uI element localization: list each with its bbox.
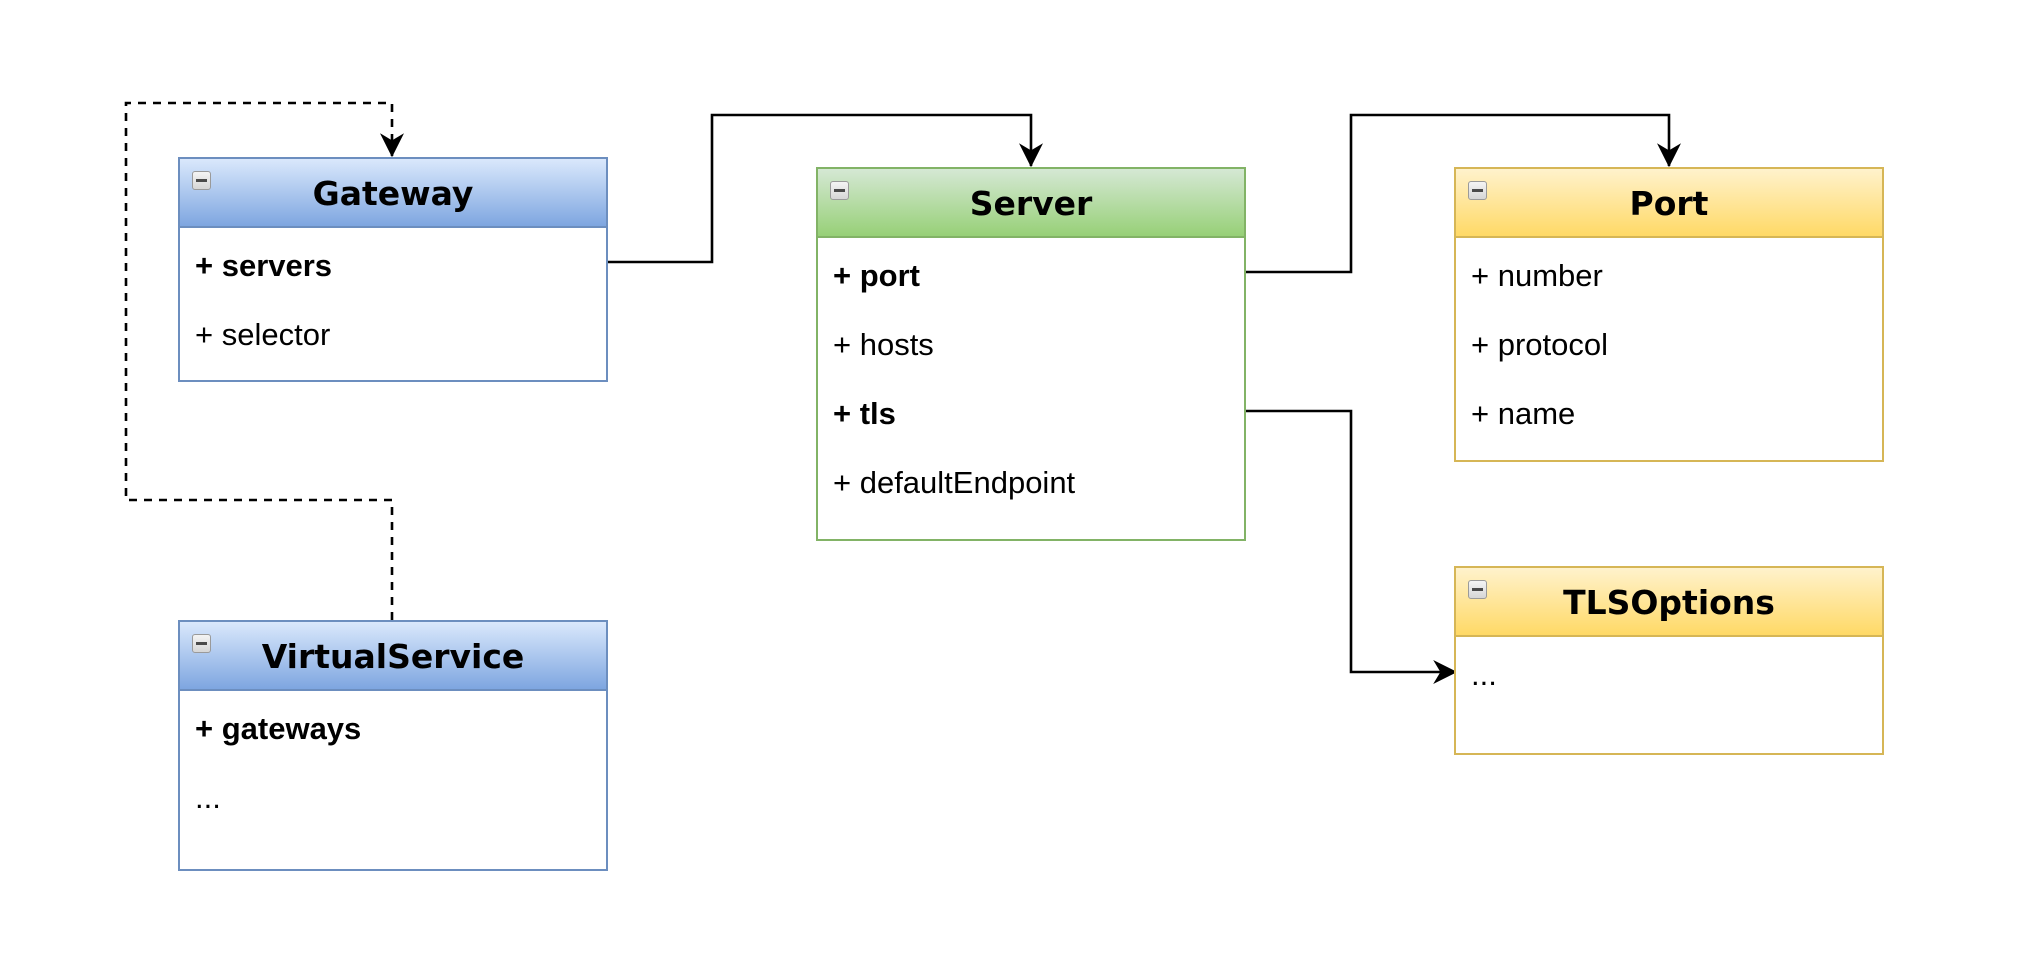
port-header: Port bbox=[1456, 169, 1882, 238]
gateway-title: Gateway bbox=[312, 174, 474, 213]
virtualservice-attr-more: ... bbox=[195, 780, 221, 815]
connector-server-to-tlsoptions bbox=[1245, 409, 1458, 684]
collapse-icon[interactable] bbox=[1468, 580, 1487, 599]
server-attr-hosts: + hosts bbox=[833, 327, 934, 362]
server-class[interactable]: Server + port + hosts + tls + defaultEnd… bbox=[816, 167, 1246, 541]
port-attr-number: + number bbox=[1471, 258, 1603, 293]
collapse-icon[interactable] bbox=[1468, 181, 1487, 200]
server-attr-defaultendpoint: + defaultEndpoint bbox=[833, 465, 1076, 500]
server-title: Server bbox=[969, 184, 1093, 223]
virtualservice-header: VirtualService bbox=[180, 622, 606, 691]
collapse-icon[interactable] bbox=[192, 634, 211, 653]
port-class[interactable]: Port + number + protocol + name bbox=[1454, 167, 1884, 462]
virtualservice-title: VirtualService bbox=[261, 637, 525, 676]
gateway-attr-servers: + servers bbox=[195, 248, 333, 283]
server-attr-port: + port bbox=[833, 258, 920, 293]
tlsoptions-title: TLSOptions bbox=[1563, 583, 1775, 622]
tlsoptions-class[interactable]: TLSOptions ... bbox=[1454, 566, 1884, 755]
port-attr-name: + name bbox=[1471, 396, 1576, 431]
tlsoptions-header: TLSOptions bbox=[1456, 568, 1882, 637]
virtualservice-attr-gateways: + gateways bbox=[195, 711, 362, 746]
port-attr-protocol: + protocol bbox=[1471, 327, 1609, 362]
server-attr-tls: + tls bbox=[833, 396, 896, 431]
collapse-icon[interactable] bbox=[830, 181, 849, 200]
collapse-icon[interactable] bbox=[192, 171, 211, 190]
server-header: Server bbox=[818, 169, 1244, 238]
gateway-class[interactable]: Gateway + servers + selector bbox=[178, 157, 608, 382]
tlsoptions-attr-more: ... bbox=[1471, 657, 1497, 692]
port-title: Port bbox=[1629, 184, 1709, 223]
gateway-attr-selector: + selector bbox=[195, 317, 331, 352]
gateway-header: Gateway bbox=[180, 159, 606, 228]
virtualservice-class[interactable]: VirtualService + gateways ... bbox=[178, 620, 608, 871]
